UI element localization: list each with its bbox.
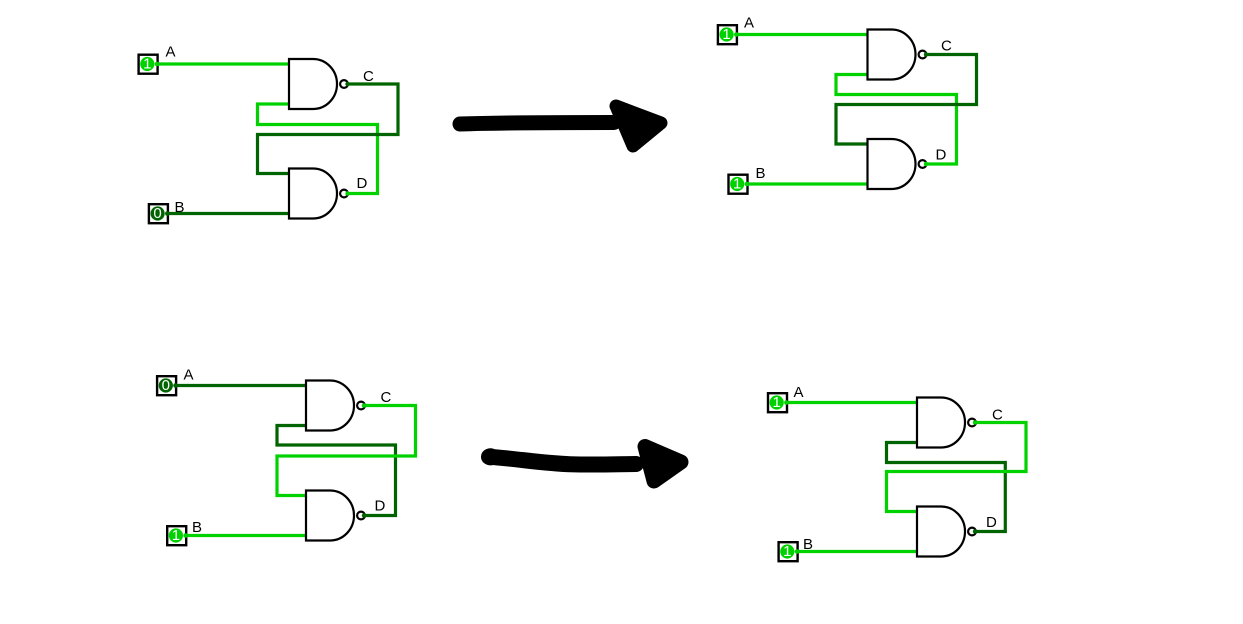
svg-text:1: 1 (733, 176, 741, 193)
svg-text:1: 1 (143, 56, 151, 73)
svg-text:B: B (175, 199, 185, 216)
svg-text:A: A (794, 384, 804, 401)
svg-text:0: 0 (153, 205, 161, 222)
svg-text:A: A (184, 367, 194, 384)
svg-text:A: A (166, 44, 176, 61)
svg-text:D: D (375, 498, 386, 515)
svg-text:C: C (363, 68, 374, 85)
svg-text:B: B (756, 165, 766, 182)
svg-text:D: D (357, 175, 368, 192)
svg-text:1: 1 (172, 527, 180, 544)
svg-text:1: 1 (722, 26, 730, 43)
svg-text:C: C (992, 407, 1003, 424)
svg-text:1: 1 (783, 543, 791, 560)
svg-text:D: D (936, 147, 947, 164)
svg-text:0: 0 (162, 377, 170, 394)
svg-text:B: B (803, 536, 813, 553)
svg-text:D: D (986, 514, 997, 531)
svg-text:C: C (941, 38, 952, 55)
svg-text:C: C (381, 389, 392, 406)
svg-text:A: A (744, 15, 754, 32)
svg-text:1: 1 (773, 394, 781, 411)
svg-text:B: B (192, 519, 202, 536)
